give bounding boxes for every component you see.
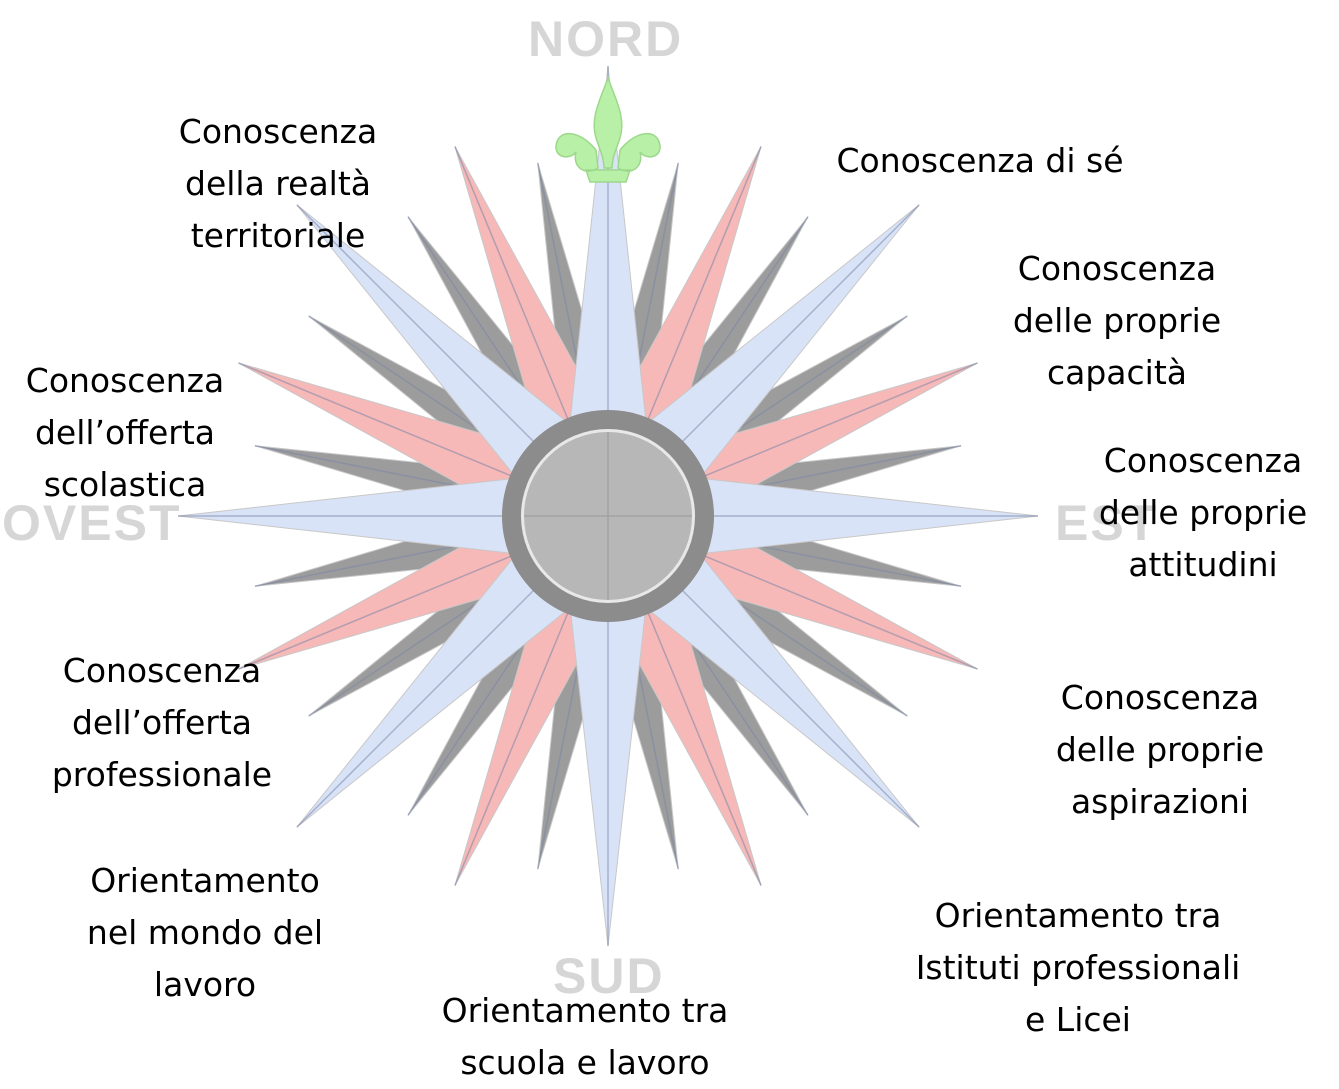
compass-east-label: EST — [1055, 495, 1159, 551]
compass-south-label: SUD — [553, 948, 665, 1004]
compass-north-label: NORD — [528, 11, 684, 67]
compass-west-label: OVEST — [2, 495, 182, 551]
fleur-de-lis-shape — [555, 75, 661, 183]
label-conoscenza-di-se: Conoscenza di sé — [836, 141, 1124, 180]
fleur-de-lis-icon — [555, 75, 661, 183]
compass-center — [502, 410, 714, 622]
